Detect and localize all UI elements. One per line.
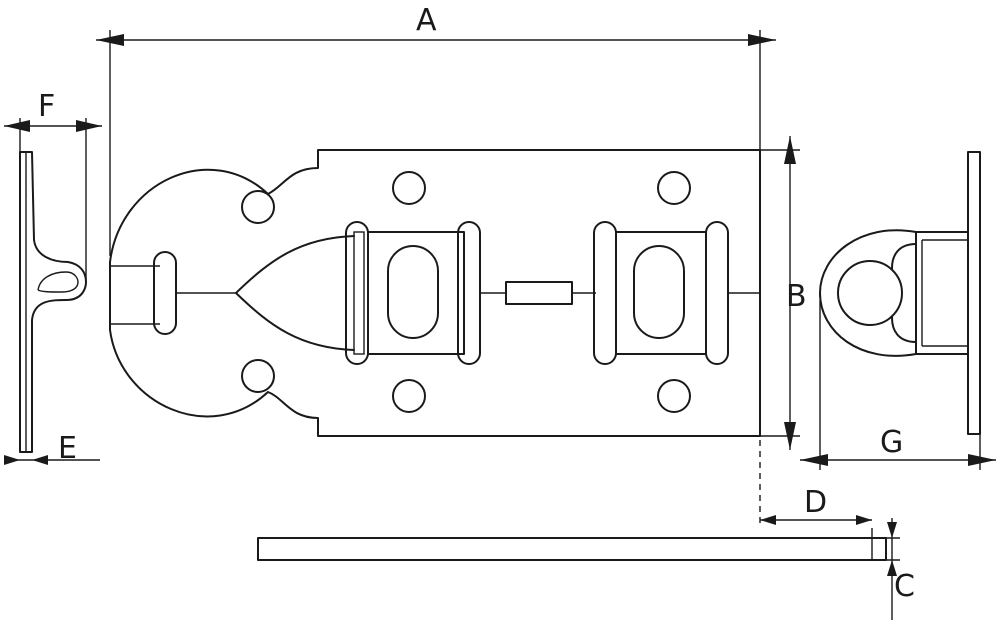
bolt-bar: [257, 537, 887, 561]
slot-hole: [387, 245, 439, 339]
bolt-guide: [345, 221, 369, 365]
screw-hole: [657, 379, 691, 413]
dimension-label-f: F: [38, 89, 55, 124]
screw-hole: [392, 171, 426, 205]
keeper-plate: [967, 151, 981, 435]
bolt-handle: [153, 251, 177, 335]
dimension-label-b: B: [786, 279, 807, 314]
side-view-left: [19, 151, 87, 453]
dimension-label-c: C: [894, 569, 915, 604]
front-view-bolt: [109, 149, 761, 437]
dimensions: [4, 30, 996, 620]
screw-hole: [241, 190, 275, 224]
dimension-label-e: E: [58, 431, 77, 466]
bolt-bar-view: [257, 537, 887, 561]
slot-hole: [633, 245, 685, 339]
bolt-collar: [505, 281, 573, 305]
screw-hole: [657, 171, 691, 205]
bolt-guide: [593, 221, 617, 365]
dimension-label-g: G: [880, 425, 903, 460]
dimension-label-d: D: [804, 485, 827, 520]
keeper-view-right: [819, 151, 981, 435]
screw-hole: [392, 379, 426, 413]
screw-hole: [241, 359, 275, 393]
dimension-label-a: A: [416, 3, 437, 38]
keeper-ring: [837, 260, 903, 326]
